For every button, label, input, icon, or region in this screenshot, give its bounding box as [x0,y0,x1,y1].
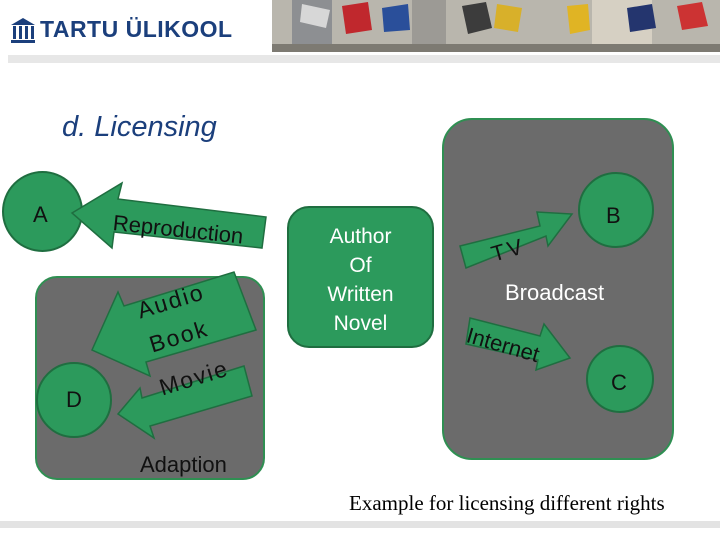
movie-arrow [116,365,253,440]
reproduction-arrow [70,181,267,250]
adaption-label: Adaption [140,452,227,477]
footer-divider [0,521,720,528]
author-line-4: Novel [333,312,388,335]
node-a [2,171,83,252]
internet-arrow [465,317,572,372]
slide-title: d. Licensing [62,111,217,143]
slide-caption: Example for licensing different rights [349,491,665,515]
node-b [578,172,654,248]
audio-book-arrow [91,271,257,378]
author-line-1: Author [329,225,392,248]
university-building-icon [11,18,35,43]
author-label: Author Of Written Novel [289,222,432,338]
broadcast-label: Broadcast [505,280,605,305]
tv-arrow [459,211,574,270]
node-a-label: A [33,202,48,227]
header-photo-flags [272,0,720,52]
author-box: Author Of Written Novel [287,206,434,348]
author-line-3: Written [327,283,394,306]
author-line-2: Of [349,254,372,277]
logo-text: TARTU ÜLIKOOL [40,16,233,42]
node-d-label: D [66,387,82,412]
node-c-label: C [611,370,627,395]
header-divider [8,55,720,63]
node-b-label: B [606,203,621,228]
node-c [586,345,654,413]
slide-header: TARTU ÜLIKOOL [0,0,720,58]
node-d [36,362,112,438]
